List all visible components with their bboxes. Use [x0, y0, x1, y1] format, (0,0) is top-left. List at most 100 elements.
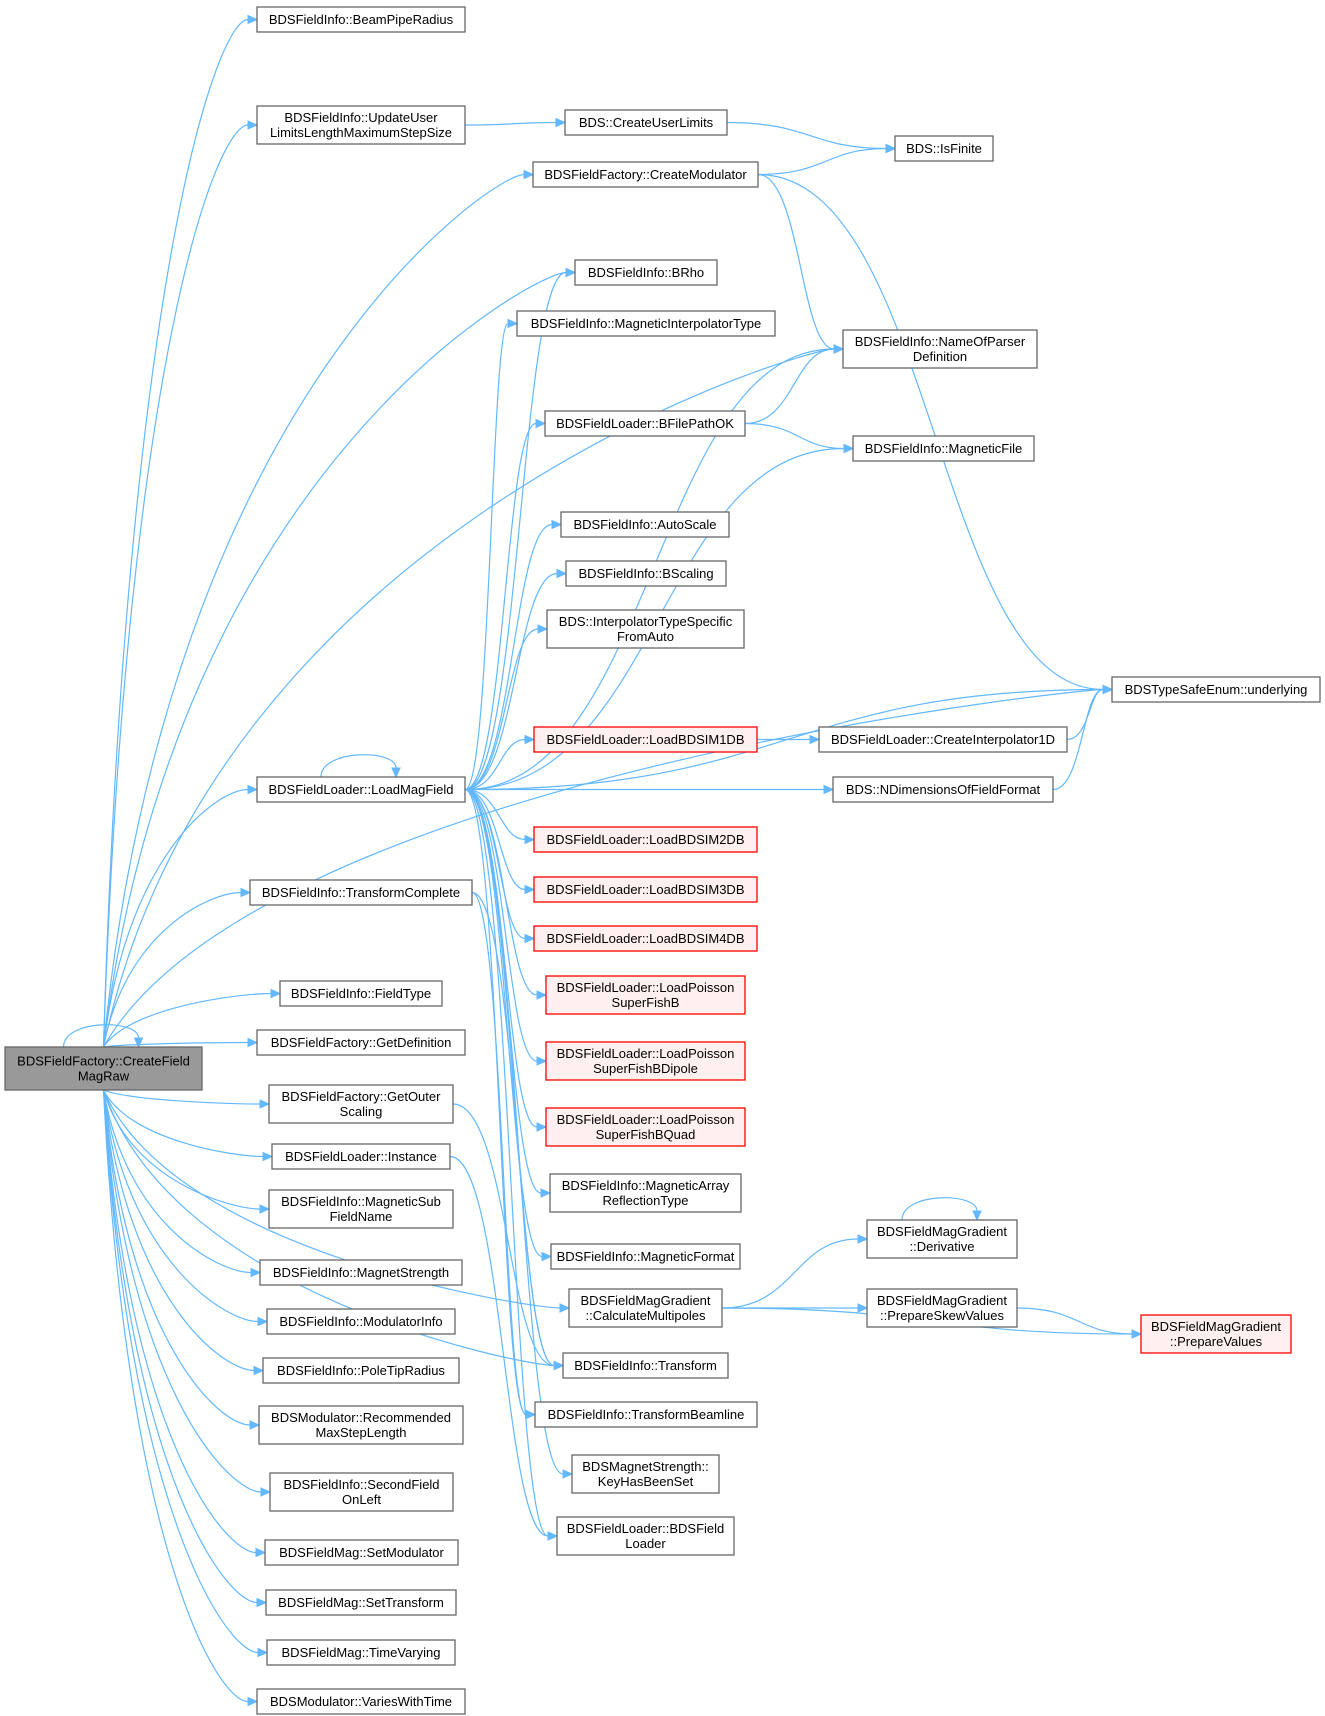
node-load1d[interactable]: BDSFieldLoader::LoadBDSIM1DB	[533, 726, 758, 753]
edge-arrowhead	[247, 784, 259, 795]
edge-updateuser-to-createuserlimits	[464, 121, 557, 126]
edge-arrowhead	[565, 267, 577, 278]
node-isfinite[interactable]: BDS::IsFinite	[894, 135, 994, 162]
node-transform[interactable]: BDSFieldInfo::Transform	[562, 1352, 729, 1379]
node-box	[534, 1401, 758, 1428]
node-createinterp1d[interactable]: BDSFieldLoader::CreateInterpolator1D	[818, 726, 1068, 753]
edge-arrowhead	[247, 1696, 259, 1707]
edge-arrowhead	[259, 1099, 271, 1109]
node-createmod[interactable]: BDSFieldFactory::CreateModulator	[532, 161, 759, 188]
node-label: BDSFieldInfo::Transform	[574, 1358, 717, 1373]
node-magstrength[interactable]: BDSFieldInfo::MagnetStrength	[259, 1259, 463, 1286]
node-autoscale[interactable]: BDSFieldInfo::AutoScale	[560, 511, 730, 538]
edge-root-to-modinfo	[102, 1089, 259, 1323]
node-underlying[interactable]: BDSTypeSafeEnum::underlying	[1111, 676, 1321, 703]
node-bdsfieldloader[interactable]: BDSFieldLoader::BDSFieldLoader	[556, 1516, 735, 1556]
edge-arrowhead	[259, 1204, 271, 1214]
edge-arrowhead	[536, 990, 548, 1000]
node-box	[256, 776, 466, 803]
node-prepvalues[interactable]: BDSFieldMagGradient::PrepareValues	[1140, 1314, 1292, 1354]
node-box	[574, 259, 718, 286]
edge-root-to-getdef	[103, 1041, 249, 1048]
node-keyhasbeen[interactable]: BDSMagnetStrength::KeyHasBeenSet	[571, 1454, 720, 1494]
edge-loadmag-to-loadmag	[320, 754, 397, 778]
node-box	[546, 609, 745, 649]
edge-loadmag-to-poissondipole	[464, 788, 538, 1062]
node-setmodulator[interactable]: BDSFieldMag::SetModulator	[264, 1539, 459, 1566]
node-updateuser[interactable]: BDSFieldInfo::UpdateUserLimitsLengthMaxi…	[256, 105, 466, 145]
node-load2d[interactable]: BDSFieldLoader::LoadBDSIM2DB	[533, 826, 758, 853]
edge-root-to-getouter	[103, 1089, 261, 1105]
edge-arrowhead	[523, 169, 535, 180]
node-poissonquad[interactable]: BDSFieldLoader::LoadPoissonSuperFishBQua…	[545, 1107, 746, 1147]
node-label: MagRaw	[78, 1069, 130, 1084]
node-ndims[interactable]: BDS::NDimensionsOfFieldFormat	[832, 776, 1054, 803]
node-label: KeyHasBeenSet	[598, 1474, 694, 1489]
node-instance[interactable]: BDSFieldLoader::Instance	[271, 1143, 451, 1170]
node-poletip[interactable]: BDSFieldInfo::PoleTipRadius	[262, 1357, 460, 1384]
node-fieldtype[interactable]: BDSFieldInfo::FieldType	[279, 980, 443, 1007]
node-box	[818, 726, 1068, 753]
node-poissondipole[interactable]: BDSFieldLoader::LoadPoissonSuperFishBDip…	[545, 1041, 746, 1081]
node-label: BDSFieldInfo::BeamPipeRadius	[269, 12, 454, 27]
node-maginterp[interactable]: BDSFieldInfo::MagneticInterpolatorType	[516, 310, 776, 337]
node-magfile[interactable]: BDSFieldInfo::MagneticFile	[852, 435, 1035, 462]
node-box	[562, 1352, 729, 1379]
node-magformat[interactable]: BDSFieldInfo::MagneticFormat	[550, 1243, 741, 1270]
node-box	[545, 1041, 746, 1081]
node-box	[1140, 1314, 1292, 1354]
node-magarray[interactable]: BDSFieldInfo::MagneticArrayReflectionTyp…	[549, 1173, 742, 1213]
node-brho[interactable]: BDSFieldInfo::BRho	[574, 259, 718, 286]
node-box	[262, 1357, 460, 1384]
node-calcmulti[interactable]: BDSFieldMagGradient::CalculateMultipoles	[568, 1288, 723, 1328]
edge-arrowhead	[256, 1597, 268, 1608]
edge-loadmag-to-load3d	[464, 788, 526, 891]
node-transcomplete[interactable]: BDSFieldInfo::TransformComplete	[249, 879, 473, 906]
node-beampipe[interactable]: BDSFieldInfo::BeamPipeRadius	[256, 6, 466, 33]
edge-root-to-poletip	[102, 1089, 255, 1372]
node-settransform[interactable]: BDSFieldMag::SetTransform	[265, 1589, 457, 1616]
node-getdef[interactable]: BDSFieldFactory::GetDefinition	[256, 1029, 466, 1056]
node-loadmag[interactable]: BDSFieldLoader::LoadMagField	[256, 776, 466, 803]
node-varieswithtime[interactable]: BDSModulator::VariesWithTime	[256, 1688, 466, 1715]
node-bscaling[interactable]: BDSFieldInfo::BScaling	[565, 560, 727, 587]
edge-root-to-recmax	[102, 1089, 251, 1426]
node-modinfo[interactable]: BDSFieldInfo::ModulatorInfo	[266, 1308, 456, 1335]
edge-root-to-fieldtype	[102, 992, 272, 1048]
node-label: BDSFieldInfo::MagnetStrength	[273, 1265, 449, 1280]
edge-createmod-to-nameofparser	[757, 173, 835, 350]
node-createuserlimits[interactable]: BDS::CreateUserLimits	[564, 109, 728, 136]
node-prepskew[interactable]: BDSFieldMagGradient::PrepareSkewValues	[866, 1288, 1018, 1328]
node-box	[571, 1454, 720, 1494]
node-box	[565, 560, 727, 587]
edge-arrowhead	[556, 568, 568, 579]
node-bfilepath[interactable]: BDSFieldLoader::BFilePathOK	[544, 410, 746, 437]
node-transbeamline[interactable]: BDSFieldInfo::TransformBeamline	[534, 1401, 758, 1428]
node-label: BDSFieldLoader::LoadBDSIM1DB	[547, 732, 745, 747]
edge-arrowhead	[391, 767, 401, 779]
node-box	[533, 826, 758, 853]
node-label: BDSFieldLoader::BDSField	[567, 1521, 725, 1536]
node-load3d[interactable]: BDSFieldLoader::LoadBDSIM3DB	[533, 876, 758, 903]
node-label: BDSFieldMag::TimeVarying	[282, 1645, 441, 1660]
node-label: BDSFieldInfo::MagneticInterpolatorType	[531, 316, 762, 331]
edge-root-to-loadmag	[102, 788, 249, 1048]
node-timevarying[interactable]: BDSFieldMag::TimeVarying	[266, 1639, 456, 1666]
node-derivative[interactable]: BDSFieldMagGradient::Derivative	[866, 1219, 1018, 1259]
node-label: BDSFieldInfo::TransformBeamline	[548, 1407, 745, 1422]
node-label: BDS::IsFinite	[906, 141, 982, 156]
node-box	[268, 1189, 454, 1229]
node-box	[279, 980, 443, 1007]
node-box	[866, 1219, 1018, 1259]
edge-root-to-varieswithtime	[102, 1089, 249, 1703]
node-load4d[interactable]: BDSFieldLoader::LoadBDSIM4DB	[533, 925, 758, 952]
node-label: BDSFieldInfo::MagneticSub	[281, 1194, 441, 1209]
